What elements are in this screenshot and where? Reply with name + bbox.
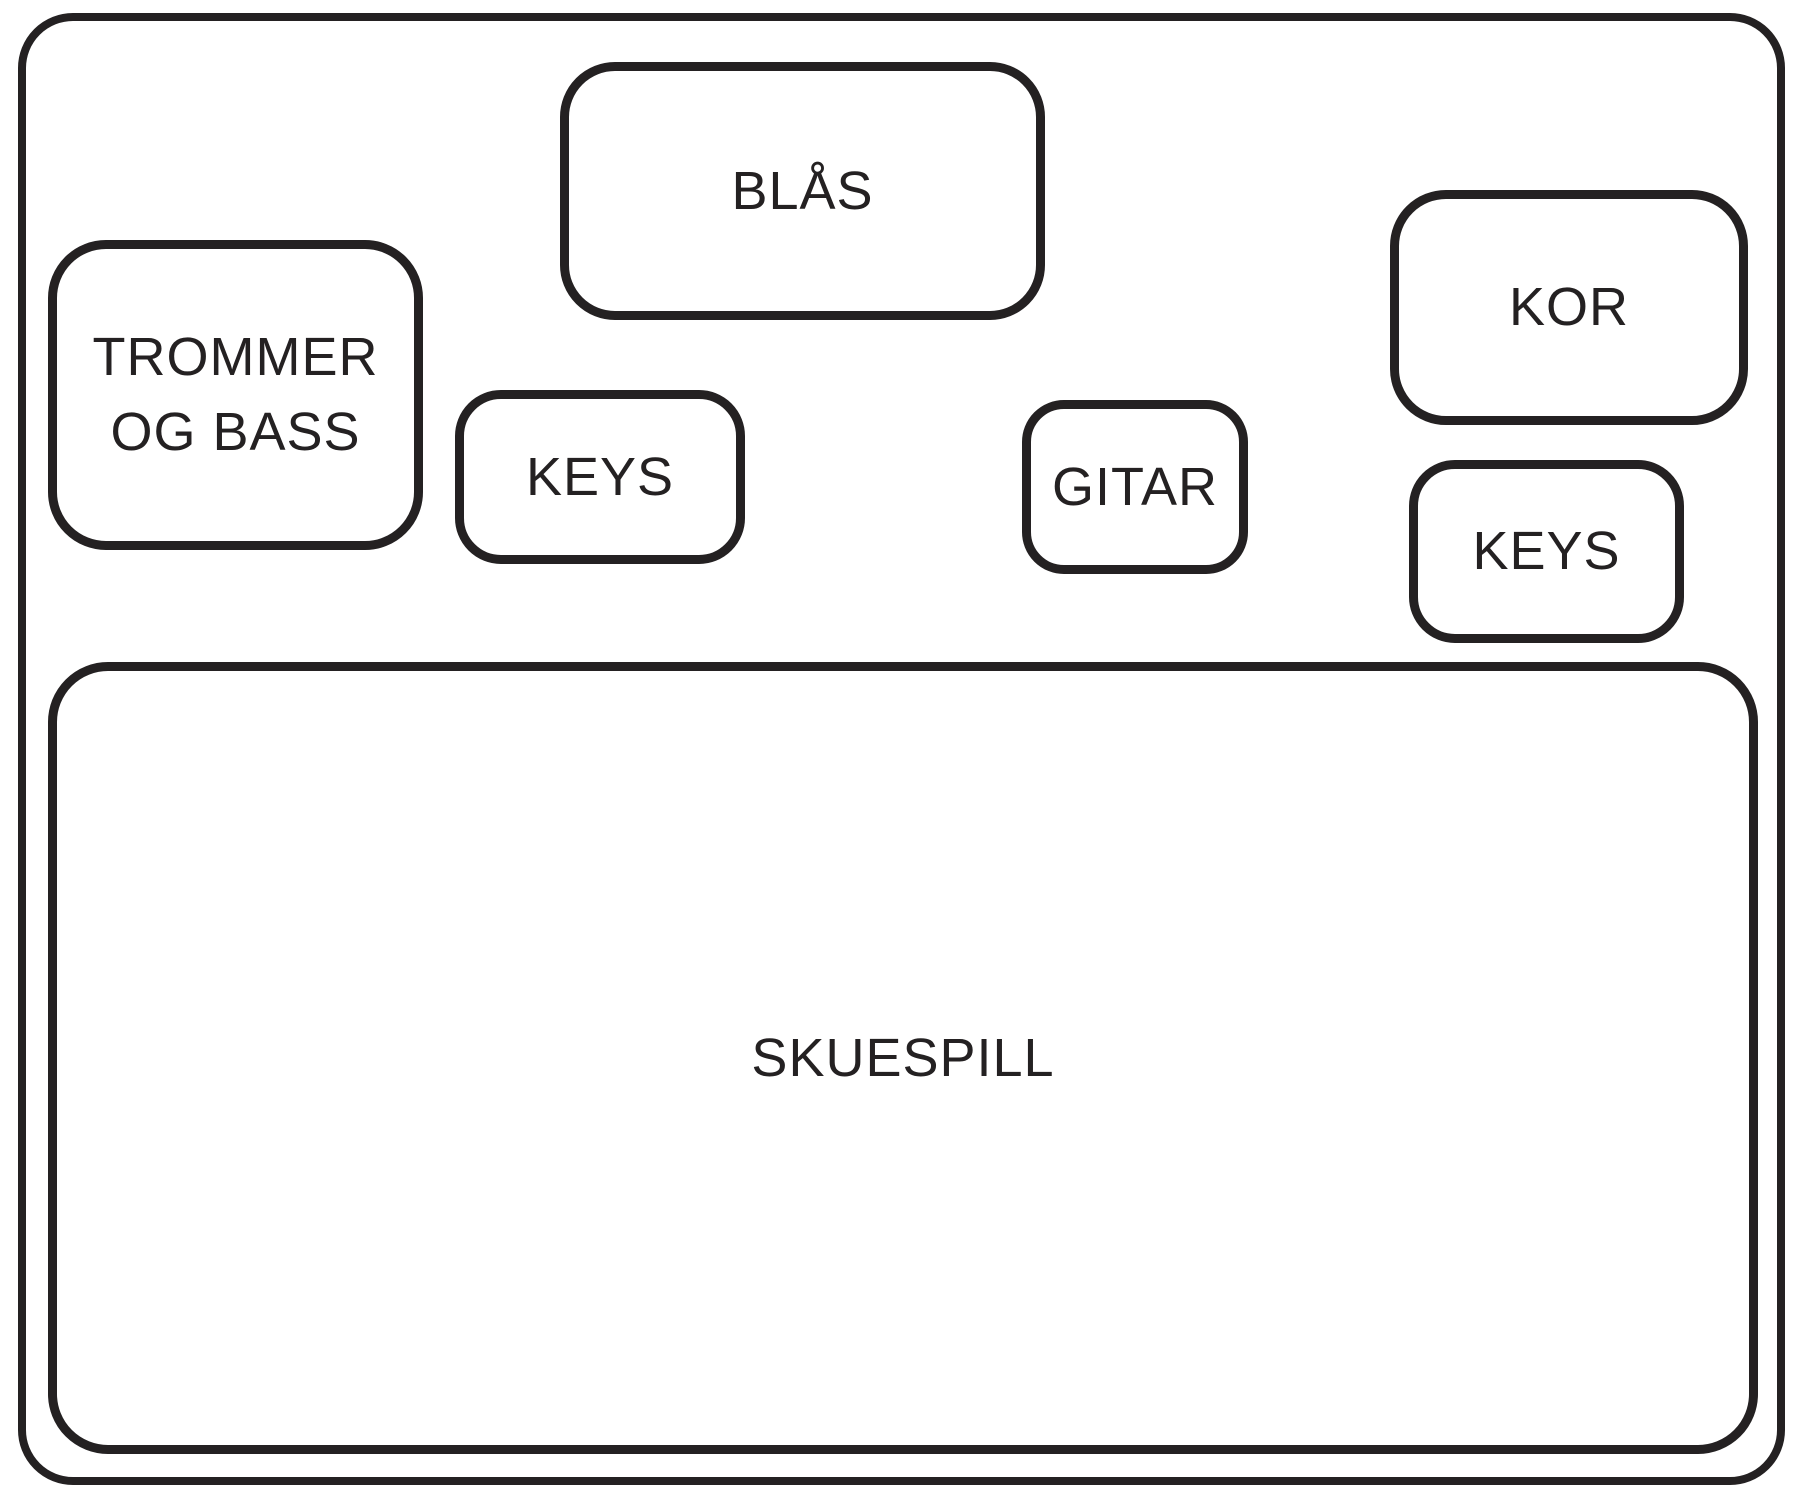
zone-keys-left-label: KEYS [525,446,675,507]
zone-gitar-label: GITAR [1052,456,1218,517]
zone-trommer-og-bass-label: TROMMER OG BASS [92,327,379,462]
zone-blas: BLÅS [560,62,1045,320]
zone-blas-label: BLÅS [731,160,874,221]
zone-trommer-og-bass: TROMMER OG BASS [48,240,423,550]
zone-gitar: GITAR [1022,400,1248,574]
zone-keys-left: KEYS [455,390,745,564]
zone-keys-right: KEYS [1409,460,1684,643]
stage-outline [18,13,1785,1485]
zone-keys-right-label: KEYS [1472,521,1621,582]
zone-skuespill: SKUESPILL [48,662,1758,1454]
zone-skuespill-label: SKUESPILL [751,1027,1055,1088]
zone-kor-label: KOR [1508,277,1630,338]
zone-kor: KOR [1390,190,1748,425]
